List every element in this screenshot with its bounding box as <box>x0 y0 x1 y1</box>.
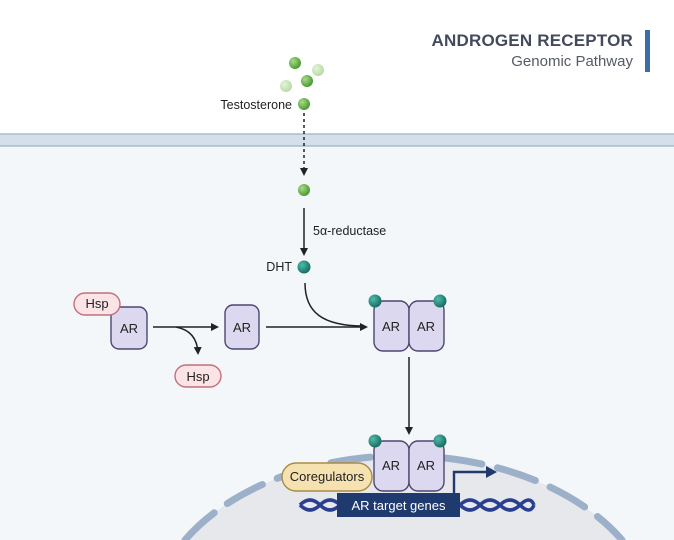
ar-free-label: AR <box>233 320 251 335</box>
testosterone-label: Testosterone <box>220 98 292 112</box>
cell-membrane <box>0 133 674 147</box>
ar-dimer-right-receptor <box>408 300 445 352</box>
ar-dimer-left-label: AR <box>382 319 400 334</box>
ar-nuclear-right-label: AR <box>417 458 435 473</box>
ar-dimer: AR AR <box>368 294 447 352</box>
ar-bound-label: AR <box>120 321 138 336</box>
testosterone-molecules <box>280 57 324 110</box>
diagram-subtitle: Genomic Pathway <box>511 53 633 70</box>
reductase-label: 5α-reductase <box>313 224 386 238</box>
dht-nuclear-left <box>368 434 382 448</box>
dht-label: DHT <box>266 260 292 274</box>
hsp-release-arrow <box>175 326 202 355</box>
ar-nuclear-left-label: AR <box>382 458 400 473</box>
coregulators-protein <box>281 462 373 492</box>
hsp-released-chaperone <box>174 364 222 388</box>
target-genes-box <box>337 493 460 517</box>
dht-binding-arrow <box>304 282 365 327</box>
dht-molecule <box>297 260 311 274</box>
ar-free-receptor <box>224 304 260 350</box>
hsp-released-label: Hsp <box>186 369 209 384</box>
coregulators-label: Coregulators <box>290 469 365 484</box>
intracellular-testosterone <box>298 184 310 196</box>
transcription-start-arrow <box>452 470 488 493</box>
hsp-bound-label: Hsp <box>85 296 108 311</box>
dht-bound-right <box>433 294 447 308</box>
transcription-arrowhead <box>486 466 497 478</box>
target-genes-label: AR target genes <box>352 498 446 513</box>
ar-nuclear-dimer: AR AR <box>368 434 447 492</box>
title-block: ANDROGEN RECEPTOR Genomic Pathway <box>432 30 650 72</box>
hsp-bound-chaperone <box>73 292 121 316</box>
ar-bound-receptor <box>110 306 148 350</box>
ar-hsp-complex: AR Hsp <box>73 292 148 350</box>
dht-bound-left <box>368 294 382 308</box>
ar-dimer-right-label: AR <box>417 319 435 334</box>
dht-nuclear-right <box>433 434 447 448</box>
ar-nuclear-right-receptor <box>408 440 445 492</box>
diagram-title: ANDROGEN RECEPTOR <box>431 31 633 50</box>
